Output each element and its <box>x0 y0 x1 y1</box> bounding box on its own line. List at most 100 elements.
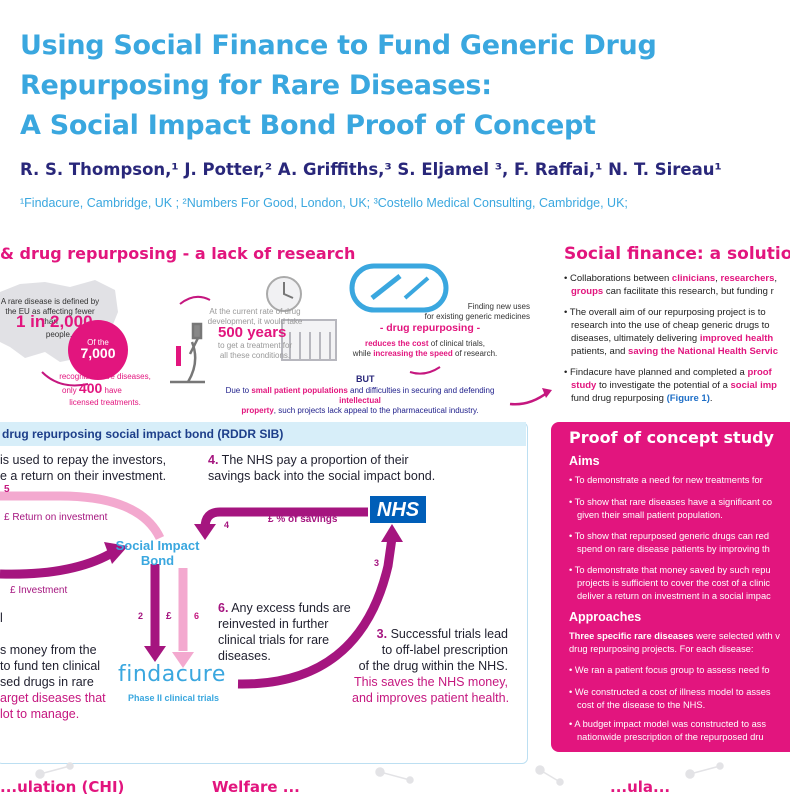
sib-left-line-1: s money from the <box>0 643 97 657</box>
aim-4-l2: projects is sufficient to cover the cost… <box>577 578 771 588</box>
property-highlight: property <box>241 406 274 415</box>
sf-b3-l3-post: . <box>709 393 713 404</box>
arrow-2 <box>179 295 211 305</box>
due-pre: Due to <box>225 386 252 395</box>
sib-text-1-line-1: is used to repay the investors, <box>0 453 167 467</box>
title-line-3: A Social Impact Bond Proof of Concept <box>20 110 596 141</box>
rate-line-4: all these conditions. <box>219 351 291 360</box>
microscope-icon <box>170 322 205 384</box>
sf-researchers: researchers <box>720 273 775 284</box>
pill-icon <box>349 263 449 313</box>
step-2-label: 2 <box>138 611 144 621</box>
sib-diagram-panel <box>0 422 528 764</box>
author-list: R. S. Thompson,¹ J. Potter,² A. Griffith… <box>20 160 722 179</box>
finding-line-2: for existing generic medicines <box>424 312 530 321</box>
sf-b1-post: can facilitate this research, but fundin… <box>603 286 774 297</box>
sib-label-line-2: Bond <box>140 553 175 568</box>
sib-left-line-5: lot to manage. <box>0 707 80 721</box>
small-populations-highlight: small patient populations <box>251 386 348 395</box>
sib-left-line-0: l <box>0 611 3 625</box>
due-post: , such projects lack appeal to the pharm… <box>273 406 479 415</box>
sf-b3-l3-pre: fund drug repurposing <box>571 393 667 404</box>
aim-3: • To show that repurposed generic drugs … <box>569 531 770 554</box>
arrow-to-social-finance <box>509 388 552 406</box>
investment-arrow <box>0 550 113 579</box>
increasing-post: of research. <box>452 349 498 358</box>
reduces-post: of clinical trials, <box>428 339 486 348</box>
aim-4: • To demonstrate that money saved by suc… <box>569 565 771 601</box>
sib-text-4-l1: The NHS pay a proportion of their <box>218 453 409 467</box>
aim-3-l2: spend on rare disease patients by improv… <box>577 544 770 554</box>
nhs-logo: NHS <box>376 499 420 521</box>
investment-label: £ Investment <box>10 585 68 596</box>
sib-text-6-l1: Any excess funds are <box>228 601 351 615</box>
aim-2-l1: To show that rare diseases have a signif… <box>574 497 773 507</box>
sf-study: study <box>571 380 597 391</box>
step-3-label: 3 <box>374 558 380 568</box>
approach-1: • We ran a patient focus group to assess… <box>569 665 770 675</box>
sf-groups: groups <box>571 286 604 297</box>
rare-def-line-1: A rare disease is defined by <box>0 297 100 306</box>
rate-line-3: to get a treatment for <box>217 341 293 350</box>
approach-intro: Three specific rare diseases were select… <box>569 630 780 656</box>
sf-improved-health: improved health <box>699 333 774 344</box>
rare-def-line-3: people. <box>45 330 73 339</box>
title-line-2: Repurposing for Rare Diseases: <box>20 70 492 101</box>
sib-text-4-line-2: savings back into the social impact bond… <box>208 469 436 483</box>
sib-left-lines: l s money from the to fund ten clinical … <box>0 610 106 722</box>
sf-clinicians: clinicians <box>671 273 716 284</box>
have-label: have <box>104 386 122 395</box>
approach-3-l2: nationwide prescription of the repurpose… <box>577 732 764 742</box>
sib-text-6-line-2: reinvested in further <box>218 617 329 631</box>
molecule-decoration <box>35 762 724 786</box>
nhs-logo-box <box>370 496 426 523</box>
aims-heading: Aims <box>569 454 600 468</box>
sf-bullet-3: • Findacure have planned and completed a… <box>564 367 777 404</box>
but-label: BUT <box>356 374 375 384</box>
trials-arrow <box>237 537 397 689</box>
step-4-label: 4 <box>224 520 230 530</box>
bottom-heading-right: ...ula... <box>610 778 671 796</box>
arrow-1 <box>41 371 89 387</box>
sib-text-4-line-1: 4. The NHS pay a proportion of their <box>208 452 435 468</box>
aim-2-l2: given their small patient population. <box>577 510 723 520</box>
infographic-decorations <box>0 263 449 387</box>
sib-diagram-header: drug repurposing social impact bond (RDD… <box>0 422 526 446</box>
pound-label: £ <box>166 611 172 622</box>
approach-intro-l2: drug repurposing projects. For each dise… <box>569 644 754 654</box>
aim-1-text: To demonstrate a need for new treatments… <box>574 475 763 485</box>
sib-flow-diagram <box>0 491 426 689</box>
sib-text-3-line-5: and improves patient health. <box>352 691 510 705</box>
ip-highlight: intellectual <box>339 396 381 405</box>
approach-1-text: We ran a patient focus group to assess n… <box>574 665 770 675</box>
rare-def-line-2: the EU as affecting fewer than <box>5 307 95 326</box>
rate-line-2: development, it would take <box>207 317 303 326</box>
sf-social-impact: social imp <box>730 380 777 391</box>
aim-2: • To show that rare diseases have a sign… <box>569 497 773 520</box>
sib-left-line-2: to fund ten clinical <box>0 659 101 673</box>
sf-b2-l1: The overall aim of our repurposing proje… <box>569 307 766 318</box>
pct-savings-label: £ % of savings <box>268 514 338 525</box>
finding-line-1: Finding new uses <box>467 302 530 311</box>
sf-b2-l2: research into the use of cheap generic d… <box>571 320 770 331</box>
lack-of-research-heading: & drug repurposing - a lack of research <box>0 244 356 263</box>
affiliations: ¹Findacure, Cambridge, UK ; ²Numbers For… <box>20 196 628 210</box>
sib-left-line-4: arget diseases that <box>0 691 106 705</box>
step-6-label: 6 <box>194 611 200 621</box>
sib-text-3-line-3: of the drug within the NHS. <box>358 659 508 673</box>
sib-left-line-3: sed drugs in rare <box>0 675 94 689</box>
of-the-label: Of the <box>87 338 109 347</box>
five-hundred-years: 500 years <box>218 324 287 341</box>
sib-text-3-line-1: 3. Successful trials lead <box>352 626 508 642</box>
increasing-pre: while <box>352 349 374 358</box>
findacure-logo: findacure <box>118 662 226 687</box>
four-hundred: 400 <box>78 380 103 396</box>
aim-1: • To demonstrate a need for new treatmen… <box>569 475 763 485</box>
sf-b3-l2-mid: to investigate the potential of a <box>596 380 731 391</box>
approach-intro-bold: Three specific rare diseases <box>569 631 694 641</box>
sf-b1-c2: , <box>774 273 778 284</box>
approach-2: • We constructed a cost of illness model… <box>569 687 771 710</box>
sib-text-3-line-4: This saves the NHS money, <box>354 675 508 689</box>
only-label: only <box>62 386 77 395</box>
one-in-2000: 1 in 2,000 <box>16 312 93 331</box>
